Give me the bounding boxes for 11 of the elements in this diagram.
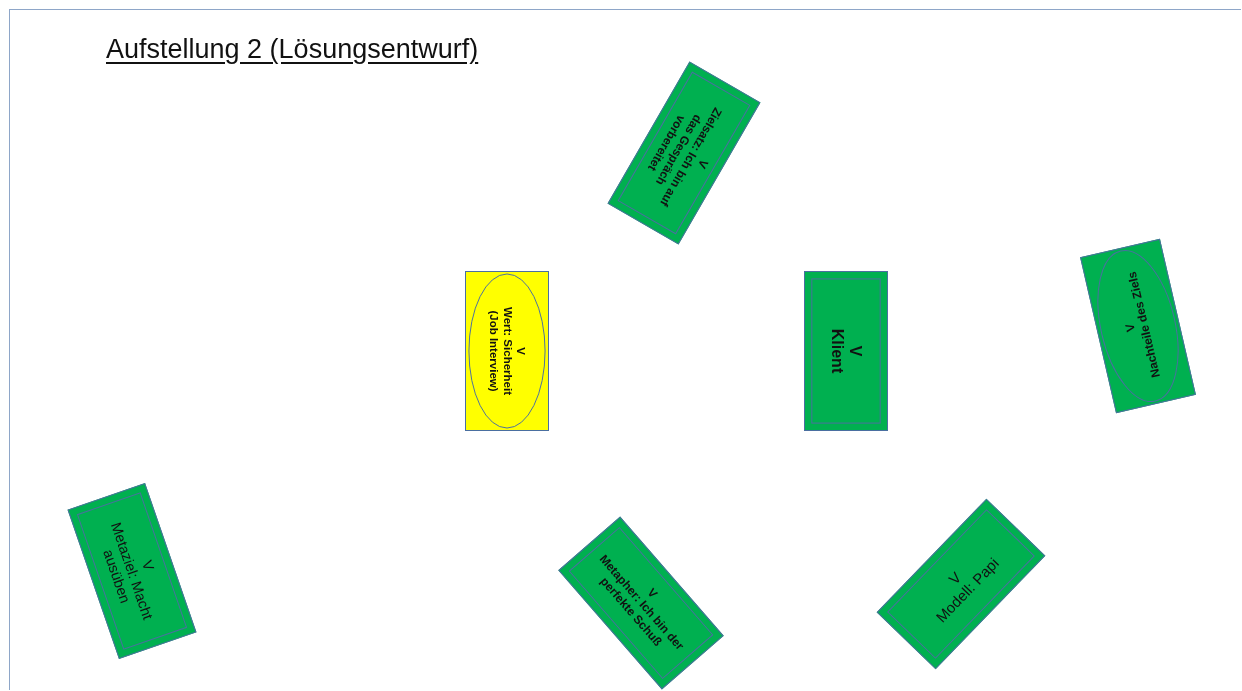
- card-marker: V: [138, 558, 158, 573]
- card: [465, 271, 549, 431]
- card-marker: V: [846, 345, 865, 357]
- card: [804, 271, 888, 431]
- title: Aufstellung 2 (Lösungsentwurf): [106, 34, 479, 65]
- card-marker: V: [1123, 322, 1139, 333]
- card-marker: V: [513, 347, 527, 355]
- card-marker: V: [694, 156, 710, 171]
- card-label: Wert: Sicherheit (Job Interview): [487, 306, 514, 397]
- card-marker: V: [644, 586, 660, 601]
- card-label: Klient: [828, 328, 846, 374]
